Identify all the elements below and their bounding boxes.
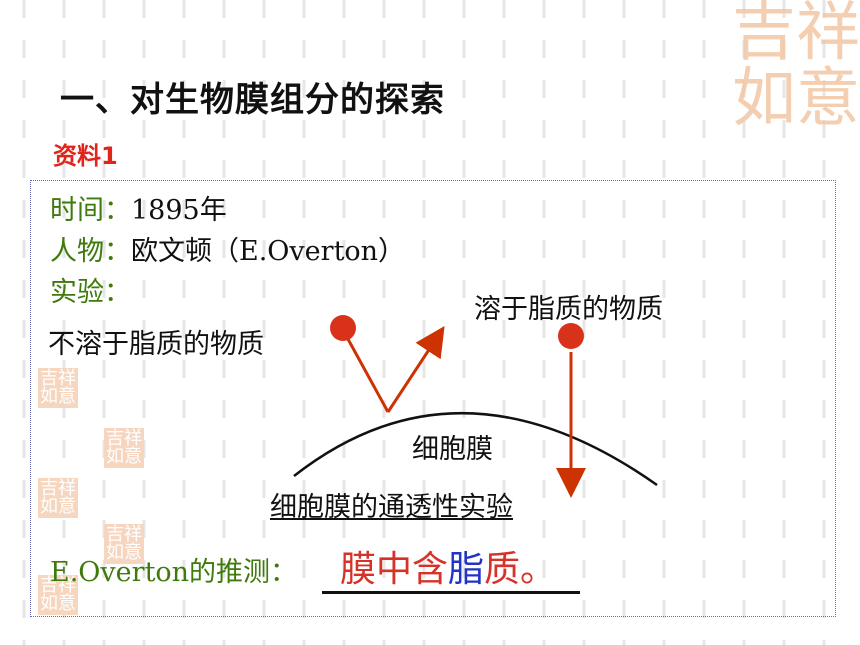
answer-underline — [322, 591, 580, 594]
person-value: 欧文顿（E.Overton） — [131, 236, 406, 267]
conclusion-answer: 膜中含脂质。 — [340, 540, 556, 592]
conclusion-prefix: E.Overton的推测： — [50, 557, 298, 588]
small-seal-icon: 吉祥如意 — [38, 368, 78, 408]
person-line: 人物：欧文顿（E.Overton） — [50, 229, 405, 268]
incoming-arrow-line — [341, 329, 390, 413]
decorative-seal-logo: 吉祥如意 — [732, 0, 860, 136]
soluble-substance-dot — [558, 323, 584, 349]
person-label: 人物： — [50, 236, 131, 267]
small-seal-icon: 吉祥如意 — [104, 524, 144, 564]
soluble-substance-label: 溶于脂质的物质 — [474, 294, 663, 325]
reflected-arrow — [386, 325, 445, 413]
insoluble-substance-label: 不溶于脂质的物质 — [48, 329, 264, 360]
time-label: 时间： — [50, 195, 131, 226]
answer-part3: 质。 — [484, 549, 557, 590]
answer-part2: 脂 — [448, 549, 485, 590]
time-value: 1895年 — [131, 195, 227, 226]
experiment-title: 细胞膜的通透性实验 — [270, 492, 513, 523]
experiment-label: 实验： — [50, 277, 131, 308]
small-seal-icon: 吉祥如意 — [38, 575, 78, 615]
content-box — [30, 180, 836, 617]
membrane-label: 细胞膜 — [412, 434, 493, 465]
answer-part1: 膜中含 — [340, 549, 449, 590]
time-line: 时间：1895年 — [50, 188, 227, 227]
small-seal-icon: 吉祥如意 — [104, 428, 144, 468]
experiment-line: 实验： — [50, 270, 131, 309]
small-seal-icon: 吉祥如意 — [38, 478, 78, 518]
page-title: 一、对生物膜组分的探索 — [60, 80, 445, 120]
insoluble-substance-dot — [330, 315, 356, 341]
membrane-curve — [293, 411, 658, 487]
section-subtitle: 资料1 — [53, 142, 118, 170]
